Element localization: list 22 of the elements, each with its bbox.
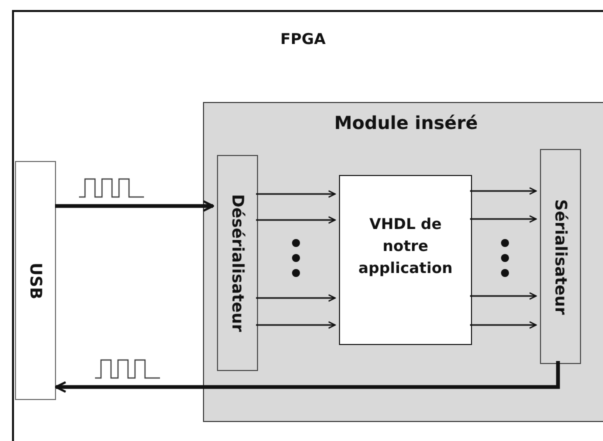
- arrow: [256, 294, 336, 302]
- block-label: Désérialisateur: [228, 194, 247, 332]
- arrow: [470, 187, 537, 195]
- block-label: VHDL de notre application: [357, 214, 454, 278]
- module-panel: [203, 102, 603, 422]
- serializer-block: [540, 149, 581, 364]
- arrow: [55, 200, 214, 212]
- block-label: USB: [26, 262, 45, 299]
- arrow: [256, 321, 336, 329]
- block-title: FPGA: [280, 30, 326, 48]
- arrow: [256, 190, 336, 198]
- deserializer-block: [217, 155, 258, 371]
- arrow: [470, 321, 537, 329]
- application-block: [339, 175, 472, 345]
- arrow: [256, 216, 336, 224]
- usb-block: [15, 161, 56, 400]
- fpga-frame: [12, 10, 603, 441]
- arrow: [470, 292, 537, 300]
- block-label: Sérialisateur: [551, 198, 570, 314]
- arrow: [54, 361, 560, 393]
- arrow: [470, 215, 537, 223]
- block-title: Module inséré: [334, 113, 478, 134]
